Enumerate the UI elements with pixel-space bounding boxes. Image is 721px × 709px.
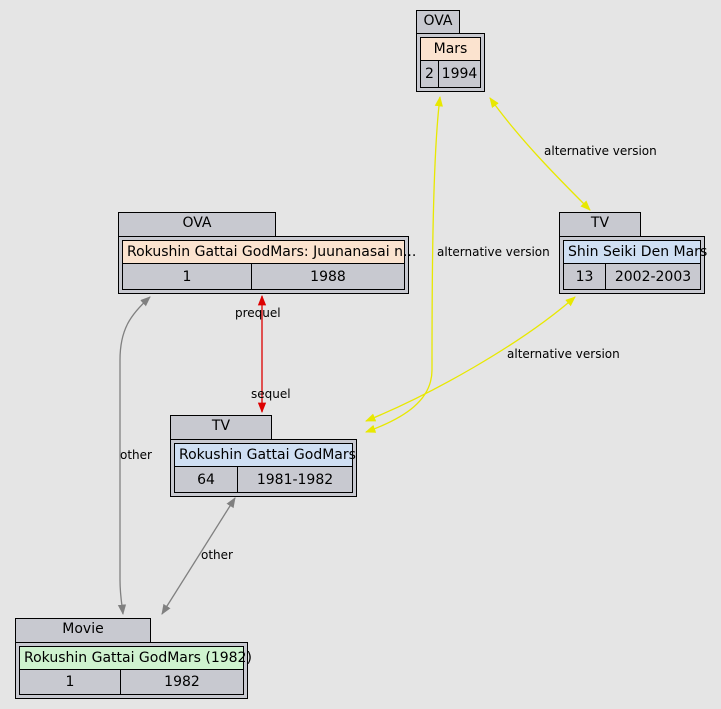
edge-label-tv-movie: other bbox=[201, 548, 233, 562]
node-years: 1982 bbox=[120, 670, 243, 694]
node-episodes: 13 bbox=[575, 268, 594, 285]
node-mars-ova[interactable]: OVA Mars 2 1994 bbox=[416, 10, 485, 92]
node-title: Rokushin Gattai GodMars: Juunanasai n... bbox=[123, 241, 416, 264]
edge-label-juunanasai-movie: other bbox=[120, 448, 152, 462]
node-years: 1988 bbox=[251, 264, 404, 289]
edge-shin-godmars-tv bbox=[365, 296, 576, 422]
node-years: 1994 bbox=[438, 61, 480, 87]
node-godmars-movie[interactable]: Movie Rokushin Gattai GodMars (1982) 1 1… bbox=[15, 618, 252, 699]
edge-label-shin-godmars-tv: alternative version bbox=[507, 347, 620, 361]
node-shin-seiki-tv[interactable]: TV Shin Seiki Den Mars 13 2002-2003 bbox=[559, 212, 707, 294]
node-juunanasai-ova[interactable]: OVA Rokushin Gattai GodMars: Juunanasai … bbox=[118, 212, 416, 294]
node-years: 1981-1982 bbox=[237, 467, 352, 492]
node-episodes: 1 bbox=[65, 674, 75, 690]
node-title: Rokushin Gattai GodMars bbox=[175, 444, 356, 467]
edge-label-sequel: sequel bbox=[251, 387, 291, 401]
node-type-tab: OVA bbox=[416, 10, 460, 34]
node-title: Rokushin Gattai GodMars (1982) bbox=[20, 647, 252, 670]
node-type-tab: TV bbox=[559, 212, 641, 237]
edge-label-prequel: prequel bbox=[235, 306, 281, 320]
edge-label-mars-shin: alternative version bbox=[544, 144, 657, 158]
edge-juunanasai-movie bbox=[117, 296, 151, 616]
node-type-tab: Movie bbox=[15, 618, 151, 643]
node-title: Mars bbox=[421, 38, 480, 61]
node-episodes: 64 bbox=[197, 471, 215, 488]
node-episodes: 1 bbox=[182, 268, 192, 285]
node-title: Shin Seiki Den Mars bbox=[564, 241, 707, 264]
node-episodes: 2 bbox=[425, 66, 434, 82]
edge-mars-shin bbox=[489, 97, 591, 211]
node-type-tab: TV bbox=[170, 415, 272, 440]
node-type-tab: OVA bbox=[118, 212, 276, 237]
edge-label-mars-godmars-tv: alternative version bbox=[437, 245, 550, 259]
edge-tv-movie bbox=[161, 497, 236, 615]
node-godmars-tv[interactable]: TV Rokushin Gattai GodMars 64 1981-1982 bbox=[170, 415, 357, 497]
node-years: 2002-2003 bbox=[605, 264, 700, 289]
